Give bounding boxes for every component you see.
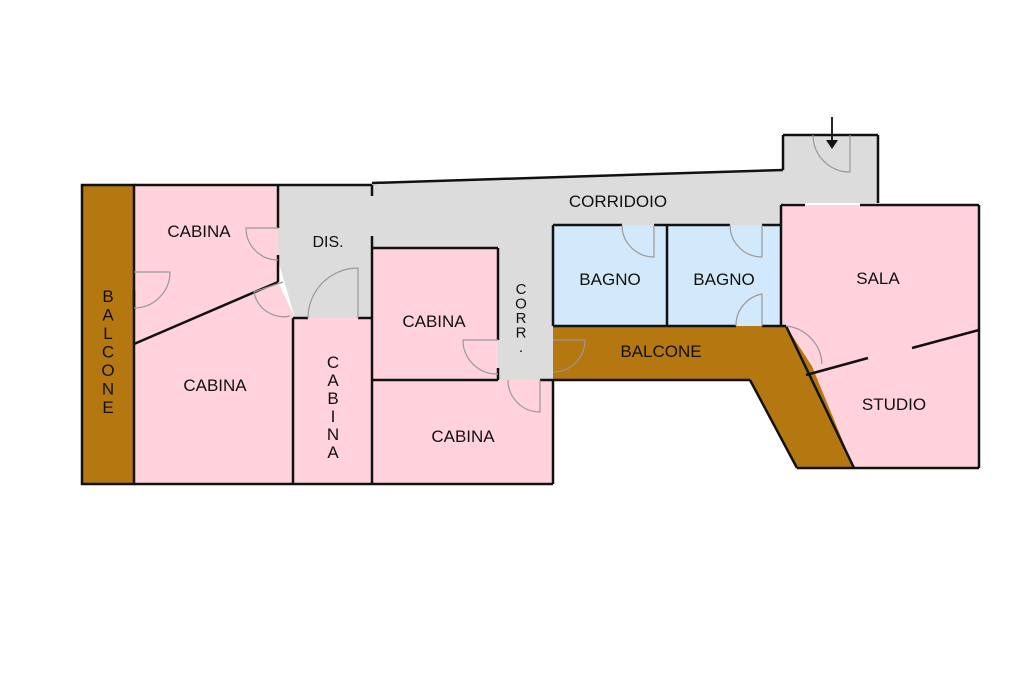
balcone-right-label: BALCONE: [620, 342, 701, 361]
door-corr: [552, 339, 586, 373]
cabina-bottom-middle-area: [372, 380, 553, 484]
corridoio-label: CORRIDOIO: [569, 192, 667, 211]
door-cabina-vertical: [307, 267, 359, 319]
bagno-2-label: BAGNO: [693, 270, 754, 289]
cabina-bottom-middle-label: CABINA: [431, 427, 495, 446]
doors: [133, 134, 851, 413]
door-cabina-middle: [462, 339, 499, 375]
dis-label: DIS.: [312, 234, 343, 251]
door-bagno-2: [729, 224, 763, 258]
cabina-bottom-left-area: [134, 282, 295, 484]
door-sala: [785, 325, 823, 365]
corridoio-area: [278, 135, 878, 380]
door-cabina-top-left: [245, 227, 279, 261]
sala-label: SALA: [856, 269, 900, 288]
door-balcone-right: [735, 293, 763, 327]
down-arrow-icon: [826, 117, 838, 149]
door-cabina-bottom-left: [253, 281, 291, 318]
door-cabina-bottom-middle: [507, 379, 541, 413]
sala-studio-area: [781, 205, 979, 468]
door-bagno-1: [621, 224, 655, 258]
cabina-middle-label: CABINA: [402, 312, 466, 331]
cabina-top-left-label: CABINA: [167, 222, 231, 241]
balcone-left-area: [82, 185, 134, 484]
bagno-1-label: BAGNO: [579, 270, 640, 289]
door-entrance: [812, 134, 851, 173]
cabina-top-left-area: [134, 185, 278, 344]
walls: [80, 133, 981, 486]
cabina-middle-area: [372, 248, 498, 380]
studio-label: STUDIO: [862, 395, 926, 414]
cabina-vertical-area: [293, 318, 372, 484]
bagno-1-area: [553, 225, 667, 326]
cabina-bottom-left-label: CABINA: [183, 376, 247, 395]
door-balcone-left: [133, 271, 171, 309]
